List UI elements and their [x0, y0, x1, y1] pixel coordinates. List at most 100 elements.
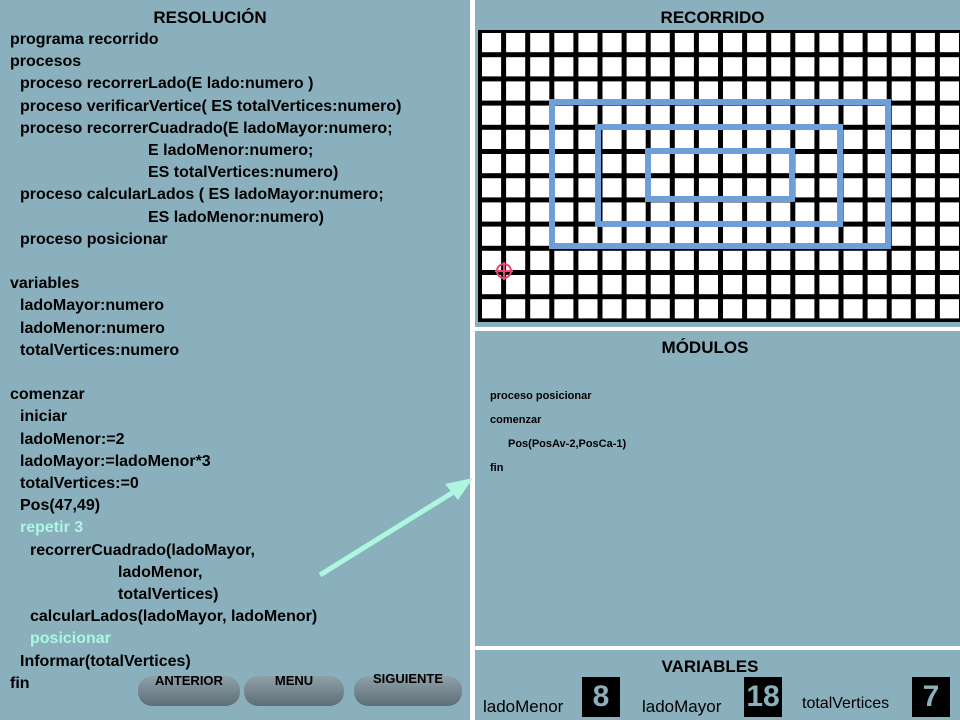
grid-cell: [530, 33, 550, 53]
grid-cell: [578, 57, 598, 77]
grid-cell: [771, 299, 791, 319]
grid-cell: [771, 57, 791, 77]
grid-cell: [482, 202, 502, 222]
grid-cell: [602, 275, 622, 295]
grid-cell: [698, 178, 718, 198]
path-square: [595, 124, 843, 227]
grid-cell: [626, 250, 646, 270]
grid-cell: [626, 178, 646, 198]
grid-cell: [795, 275, 815, 295]
grid-cell: [602, 81, 622, 101]
grid-cell: [915, 81, 935, 101]
anterior-button[interactable]: ANTERIOR: [138, 673, 240, 706]
grid-cell: [771, 81, 791, 101]
grid-cell: [915, 250, 935, 270]
grid-cell: [819, 178, 839, 198]
grid-cell: [747, 202, 767, 222]
robot-marker: [495, 262, 513, 280]
grid-cell: [843, 299, 863, 319]
grid-cell: [723, 154, 743, 174]
grid-cell: [795, 129, 815, 149]
grid-cell: [506, 226, 526, 246]
grid-cell: [771, 129, 791, 149]
grid-cell: [674, 250, 694, 270]
grid-cell: [578, 105, 598, 125]
path-square: [645, 148, 795, 202]
menu-button[interactable]: MENU: [244, 673, 344, 706]
grid-cell: [819, 105, 839, 125]
grid-cell: [747, 129, 767, 149]
grid-cell: [723, 57, 743, 77]
grid-cell: [626, 57, 646, 77]
grid-cell: [915, 57, 935, 77]
grid-cell: [867, 57, 887, 77]
grid-cell: [482, 226, 502, 246]
grid-cell: [698, 57, 718, 77]
grid-cell: [771, 154, 791, 174]
vertical-divider: [470, 0, 475, 720]
code-line: repetir 3: [20, 519, 84, 537]
grid-cell: [867, 202, 887, 222]
code-line: variables: [10, 275, 80, 293]
grid-cell: [747, 178, 767, 198]
code-line: totalVertices:=0: [20, 475, 139, 492]
grid-cell: [698, 226, 718, 246]
code-line: ladoMenor:=2: [20, 430, 125, 448]
grid-cell: [530, 226, 550, 246]
grid-cell: [819, 250, 839, 270]
code-line: proceso recorrerCuadrado(E ladoMayor:num…: [20, 119, 393, 137]
divider-recorrido-modulos: [475, 327, 960, 331]
grid-cell: [747, 226, 767, 246]
grid-cell: [650, 33, 670, 53]
grid-cell: [843, 33, 863, 53]
grid-cell: [747, 250, 767, 270]
grid-cell: [602, 154, 622, 174]
grid-cell: [650, 178, 670, 198]
grid-cell: [843, 250, 863, 270]
code-line: calcularLados(ladoMayor, ladoMenor): [30, 608, 318, 626]
grid-cell: [819, 154, 839, 174]
grid-cell: [482, 250, 502, 270]
grid-cell: [819, 33, 839, 53]
code-line: ladoMenor:numero: [20, 319, 165, 337]
grid-cell: [698, 33, 718, 53]
grid-cell: [867, 129, 887, 149]
grid-cell: [626, 226, 646, 246]
grid-cell: [795, 178, 815, 198]
grid-cell: [650, 105, 670, 125]
grid-cell: [867, 250, 887, 270]
code-line: Informar(totalVertices): [20, 652, 191, 670]
code-line: proceso verificarVertice( ES totalVertic…: [20, 97, 402, 115]
grid-cell: [506, 57, 526, 77]
grid-cell: [482, 275, 502, 295]
grid-cell: [819, 299, 839, 319]
variables-title: VARIABLES: [661, 657, 759, 676]
code-line: proceso posicionar: [20, 230, 168, 248]
grid-cell: [891, 33, 911, 53]
grid-cell: [482, 105, 502, 125]
grid-cell: [795, 105, 815, 125]
code-line: ladoMayor:numero: [20, 297, 165, 315]
grid-cell: [723, 202, 743, 222]
grid-cell: [771, 275, 791, 295]
recorrido-grid: [478, 30, 960, 322]
grid-cell: [482, 33, 502, 53]
code-line: comenzar: [10, 386, 85, 404]
grid-cell: [915, 33, 935, 53]
grid-cell: [915, 129, 935, 149]
grid-cell: [578, 81, 598, 101]
grid-cell: [650, 81, 670, 101]
grid-cell: [891, 275, 911, 295]
grid-cell: [626, 202, 646, 222]
grid-cell: [602, 105, 622, 125]
grid-cell: [674, 154, 694, 174]
grid-cell: [795, 81, 815, 101]
grid-cell: [482, 154, 502, 174]
grid-cell: [723, 178, 743, 198]
grid-cell: [723, 299, 743, 319]
grid-cell: [578, 226, 598, 246]
grid-cell: [554, 81, 574, 101]
path-square: [549, 99, 891, 249]
siguiente-button[interactable]: SIGUIENTE: [354, 671, 462, 706]
grid-cell: [771, 105, 791, 125]
